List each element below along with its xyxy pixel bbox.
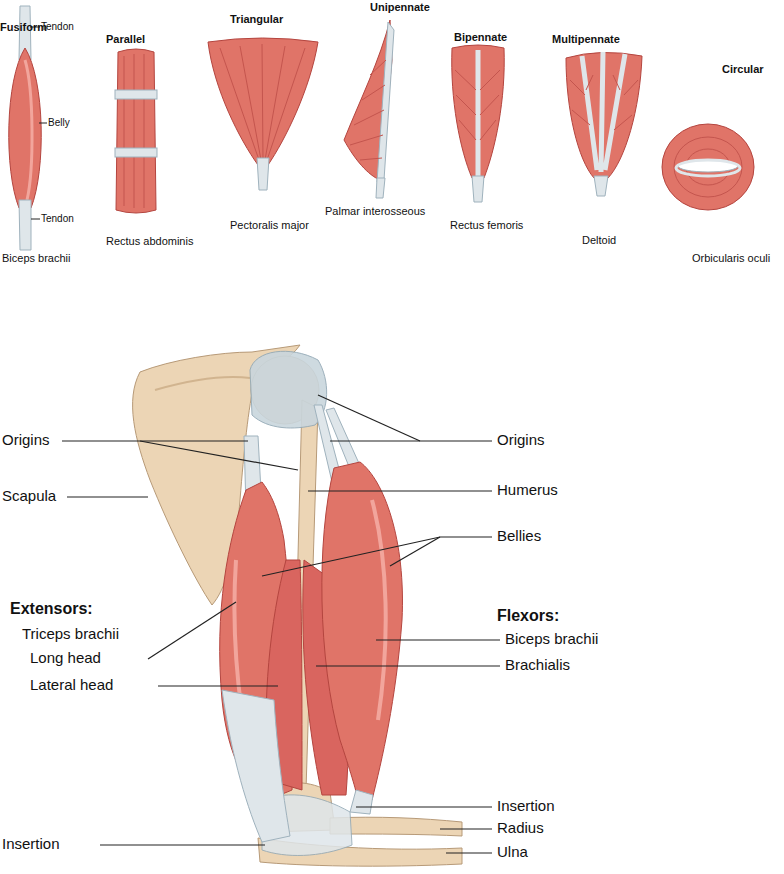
parallel-muscle — [115, 148, 157, 157]
part-label: Tendon — [41, 21, 74, 32]
shape-type: Unipennate — [370, 1, 430, 13]
biceps-muscle — [350, 790, 373, 814]
triangular-muscle — [220, 44, 305, 160]
part-label: Belly — [48, 117, 70, 128]
shape-type: Multipennate — [552, 33, 620, 45]
leader-line — [62, 440, 248, 441]
part-label: Insertion — [2, 836, 60, 853]
group-heading: Extensors: — [10, 600, 93, 618]
triangular-muscle — [257, 158, 269, 190]
part-label: Bellies — [497, 528, 541, 545]
triceps-muscle — [222, 690, 290, 842]
leader-line — [140, 441, 298, 470]
part-label: Insertion — [497, 798, 555, 815]
part-label: Origins — [2, 432, 50, 449]
muscle-name: Deltoid — [582, 234, 616, 246]
muscle-name: Biceps brachii — [505, 631, 598, 648]
shape-type: Bipennate — [454, 31, 507, 43]
part-label: Radius — [497, 820, 544, 837]
leader-line — [262, 537, 492, 576]
parallel-muscle — [116, 49, 156, 213]
bipennate-muscle — [452, 45, 504, 178]
part-label: Lateral head — [30, 677, 113, 694]
biceps-muscle — [322, 462, 403, 800]
leader-line — [446, 852, 492, 853]
shape-type: Parallel — [106, 33, 145, 45]
bipennate-muscle — [476, 50, 481, 178]
leader-line — [356, 806, 492, 807]
circular-muscle — [674, 137, 742, 197]
muscle-name: Biceps brachii — [2, 252, 70, 264]
biceps-muscle — [372, 500, 386, 720]
shape-type: Circular — [722, 63, 764, 75]
leader-line — [158, 685, 278, 686]
triangular-muscle — [208, 38, 318, 165]
triceps-muscle — [220, 436, 302, 842]
muscle-name: Brachialis — [505, 657, 570, 674]
leader-line — [316, 665, 500, 666]
multipennate-muscle — [566, 52, 642, 196]
leader-line — [318, 395, 420, 441]
scapula-bone — [155, 377, 250, 390]
parallel-muscle — [115, 49, 157, 213]
leader-line — [308, 490, 492, 491]
multipennate-muscle — [566, 52, 642, 178]
muscle-name: Rectus femoris — [450, 219, 523, 231]
circular-muscle — [662, 124, 754, 210]
joint-capsule — [250, 351, 327, 428]
leader-line — [30, 27, 47, 219]
leader-line — [100, 844, 265, 845]
fusiform-muscle — [19, 200, 31, 250]
part-label: Tendon — [41, 213, 74, 224]
multipennate-muscle — [582, 52, 625, 172]
parallel-muscle — [124, 54, 144, 208]
leader-line — [440, 828, 492, 829]
leader-line — [31, 219, 40, 220]
group-heading: Flexors: — [497, 607, 559, 625]
leader-line — [39, 123, 47, 124]
bipennate-muscle — [455, 70, 500, 140]
part-label: Origins — [497, 432, 545, 449]
shape-type: Fusiform — [0, 21, 47, 33]
multipennate-muscle — [570, 75, 638, 130]
part-label: Humerus — [497, 482, 558, 499]
fusiform-muscle — [25, 60, 32, 200]
leader-line — [67, 496, 148, 497]
muscle-name: Orbicularis oculi — [692, 252, 770, 264]
biceps-muscle — [314, 405, 402, 814]
triangular-muscle — [208, 38, 318, 190]
joint-capsule — [250, 351, 327, 428]
unipennate-muscle — [376, 178, 385, 198]
fusiform-muscle — [9, 6, 42, 250]
leader-line — [376, 639, 500, 640]
leader-line — [148, 602, 236, 659]
muscle-name: Triceps brachii — [22, 626, 119, 643]
leader-line — [390, 537, 440, 566]
circular-muscle — [662, 124, 754, 210]
unipennate-muscle — [350, 60, 386, 160]
muscle-name: Rectus abdominis — [106, 235, 193, 247]
fusiform-muscle — [9, 48, 42, 208]
parallel-muscle — [115, 90, 157, 99]
shape-type: Triangular — [230, 13, 283, 25]
muscle-name: Palmar interosseous — [325, 205, 425, 217]
bipennate-muscle — [452, 45, 504, 202]
part-label: Long head — [30, 650, 101, 667]
bipennate-muscle — [472, 176, 484, 202]
leader-line — [330, 440, 492, 441]
leader-line — [62, 395, 500, 853]
unipennate-muscle — [344, 20, 394, 198]
part-label: Scapula — [2, 488, 56, 505]
circular-muscle — [676, 160, 740, 176]
multipennate-muscle — [594, 176, 608, 196]
muscle-name: Pectoralis major — [230, 219, 309, 231]
part-label: Ulna — [497, 844, 528, 861]
